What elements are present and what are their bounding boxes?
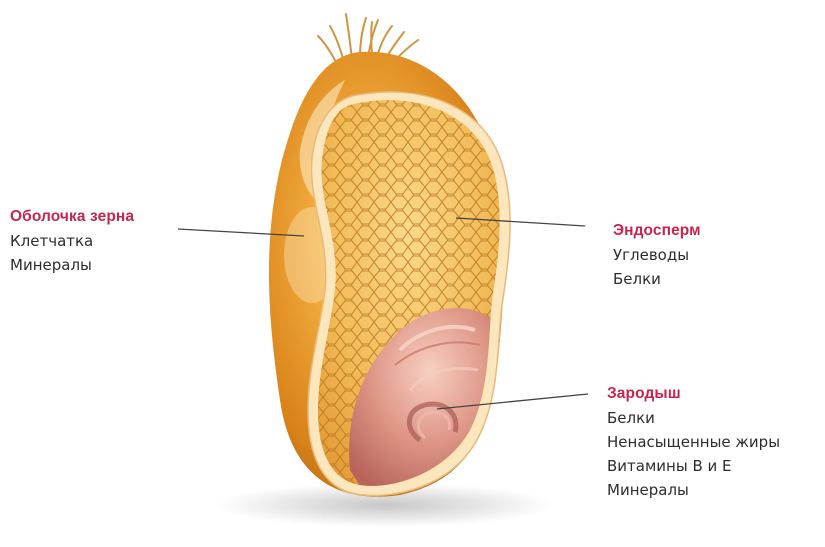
endosperm-label: Эндосперм Углеводы Белки (613, 219, 701, 291)
shell-item-minerals: Минералы (10, 253, 134, 277)
germ-label: Зародыш Белки Ненасыщенные жиры Витамины… (607, 382, 780, 502)
endosperm-item-carbs: Углеводы (613, 243, 701, 267)
shell-title: Оболочка зерна (10, 205, 134, 229)
endosperm-title: Эндосперм (613, 219, 701, 243)
shell-item-fiber: Клетчатка (10, 229, 134, 253)
shell-label: Оболочка зерна Клетчатка Минералы (10, 205, 134, 277)
germ-item-vitamins: Витамины В и Е (607, 454, 780, 478)
germ-item-fats: Ненасыщенные жиры (607, 430, 780, 454)
endosperm-item-proteins: Белки (613, 267, 701, 291)
germ-item-minerals: Минералы (607, 478, 780, 502)
germ-title: Зародыш (607, 382, 780, 406)
germ-item-proteins: Белки (607, 406, 780, 430)
